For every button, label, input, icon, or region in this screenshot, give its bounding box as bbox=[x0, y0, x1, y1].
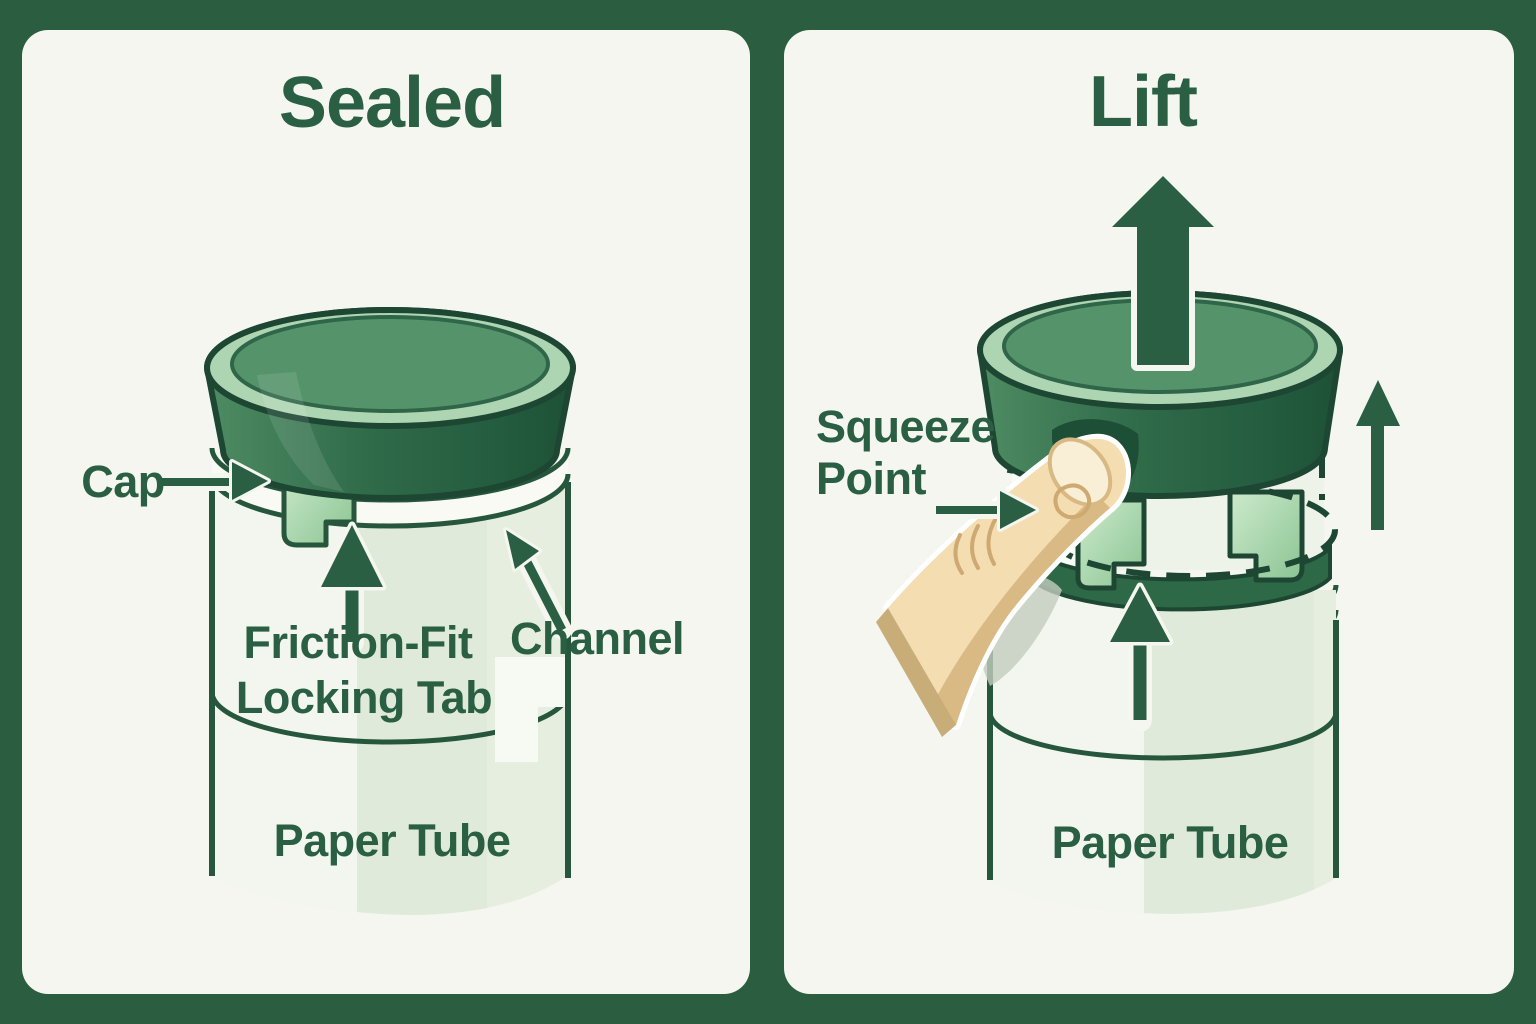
sealed-illustration: Sealed Cap Friction-Fit Locking Tab Chan… bbox=[81, 63, 685, 915]
tube-seam bbox=[990, 711, 1336, 761]
knuckle-creases bbox=[953, 483, 1092, 575]
channel-slot bbox=[495, 657, 568, 762]
cap-graphic bbox=[204, 307, 576, 501]
tube-stripe bbox=[357, 465, 487, 915]
up-arrow-icon bbox=[317, 521, 387, 654]
locking-tab-label: Locking Tab bbox=[236, 672, 492, 723]
lift-arrow-icon bbox=[1106, 170, 1220, 371]
panel-sealed: Sealed Cap Friction-Fit Locking Tab Chan… bbox=[22, 30, 750, 994]
thin-up-arrow-icon bbox=[1356, 380, 1400, 530]
paper-tube-label: Paper Tube bbox=[1052, 817, 1289, 868]
pointer-arrow-icon bbox=[927, 488, 1039, 532]
lift-illustration: Lift Squeeze Point Paper Tube bbox=[816, 62, 1400, 914]
panel-title: Sealed bbox=[279, 63, 505, 143]
locking-tab-label: Friction-Fit bbox=[244, 617, 473, 668]
up-arrow-icon bbox=[1106, 582, 1174, 732]
squeeze-point-label: Squeeze bbox=[816, 401, 995, 452]
paper-tube-graphic bbox=[209, 465, 571, 915]
squeeze-point-label: Point bbox=[816, 453, 926, 504]
cap-label: Cap bbox=[81, 456, 165, 507]
tube-seam bbox=[212, 691, 568, 745]
paper-tube-label: Paper Tube bbox=[274, 815, 511, 866]
panel-lift: Lift Squeeze Point Paper Tube bbox=[784, 30, 1514, 994]
pointer-arrow-icon bbox=[151, 459, 271, 503]
diagonal-arrow-icon bbox=[503, 527, 572, 640]
channel-label: Channel bbox=[510, 613, 684, 664]
panel-title: Lift bbox=[1089, 62, 1198, 142]
